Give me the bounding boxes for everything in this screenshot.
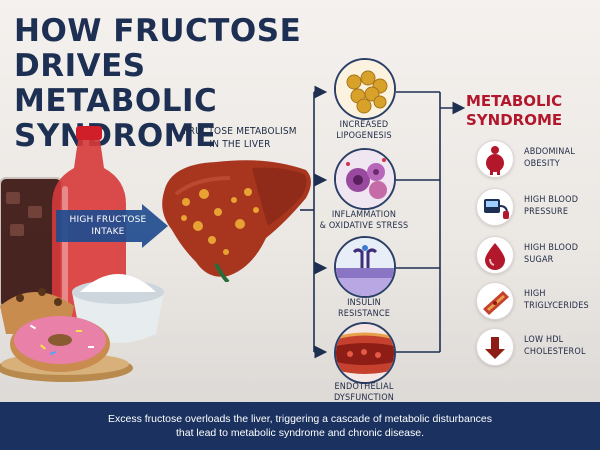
fatty-liver-icon (162, 160, 311, 282)
clogged-artery-icon (476, 282, 514, 320)
high-fructose-intake-arrow: HIGH FRUCTOSE INTAKE (56, 204, 168, 248)
footer-banner: Excess fructose overloads the liver, tri… (0, 402, 600, 450)
component-label-blood-sugar: HIGH BLOOD SUGAR (524, 243, 579, 265)
blood-pressure-monitor-icon (476, 188, 514, 226)
fat-droplets-icon (334, 58, 396, 120)
effect-label-lipogenesis: INCREASED LIPOGENESIS (336, 120, 392, 141)
component-label-triglycerides: HIGH TRIGLYCERIDES (524, 289, 589, 311)
liver-label: FRUCTOSE METABOLISM IN THE LIVER (183, 126, 297, 150)
title-line-3: SYNDROME (14, 118, 217, 154)
intake-label: HIGH FRUCTOSE INTAKE (69, 215, 147, 237)
component-label-blood-pressure: HIGH BLOOD PRESSURE (524, 195, 579, 217)
blood-vessel-icon (334, 322, 396, 384)
component-label-hdl: LOW HDL CHOLESTEROL (524, 335, 586, 357)
donut-icon (10, 316, 110, 372)
component-label-obesity: ABDOMINAL OBESITY (524, 147, 575, 169)
page-title: HOW FRUCTOSE DRIVES METABOLIC SYNDROME (14, 14, 334, 154)
cola-glass-icon (0, 177, 63, 309)
down-arrow-icon (476, 328, 514, 366)
footer-caption: Excess fructose overloads the liver, tri… (107, 413, 493, 439)
metabolic-syndrome-heading: METABOLIC SYNDROME (466, 92, 563, 129)
insulin-receptor-icon (334, 236, 396, 298)
effect-label-endothelial: ENDOTHELIAL DYSFUNCTION (333, 382, 395, 403)
title-line-2: DRIVES METABOLIC (14, 48, 218, 119)
effect-label-inflammation: INFLAMMATION & OXIDATIVE STRESS (319, 210, 409, 231)
title-line-1: HOW FRUCTOSE (14, 13, 302, 49)
blood-drop-icon (476, 236, 514, 274)
inflamed-cells-icon (334, 148, 396, 210)
obesity-icon (476, 140, 514, 178)
effect-label-insulin: INSULIN RESISTANCE (337, 298, 391, 319)
